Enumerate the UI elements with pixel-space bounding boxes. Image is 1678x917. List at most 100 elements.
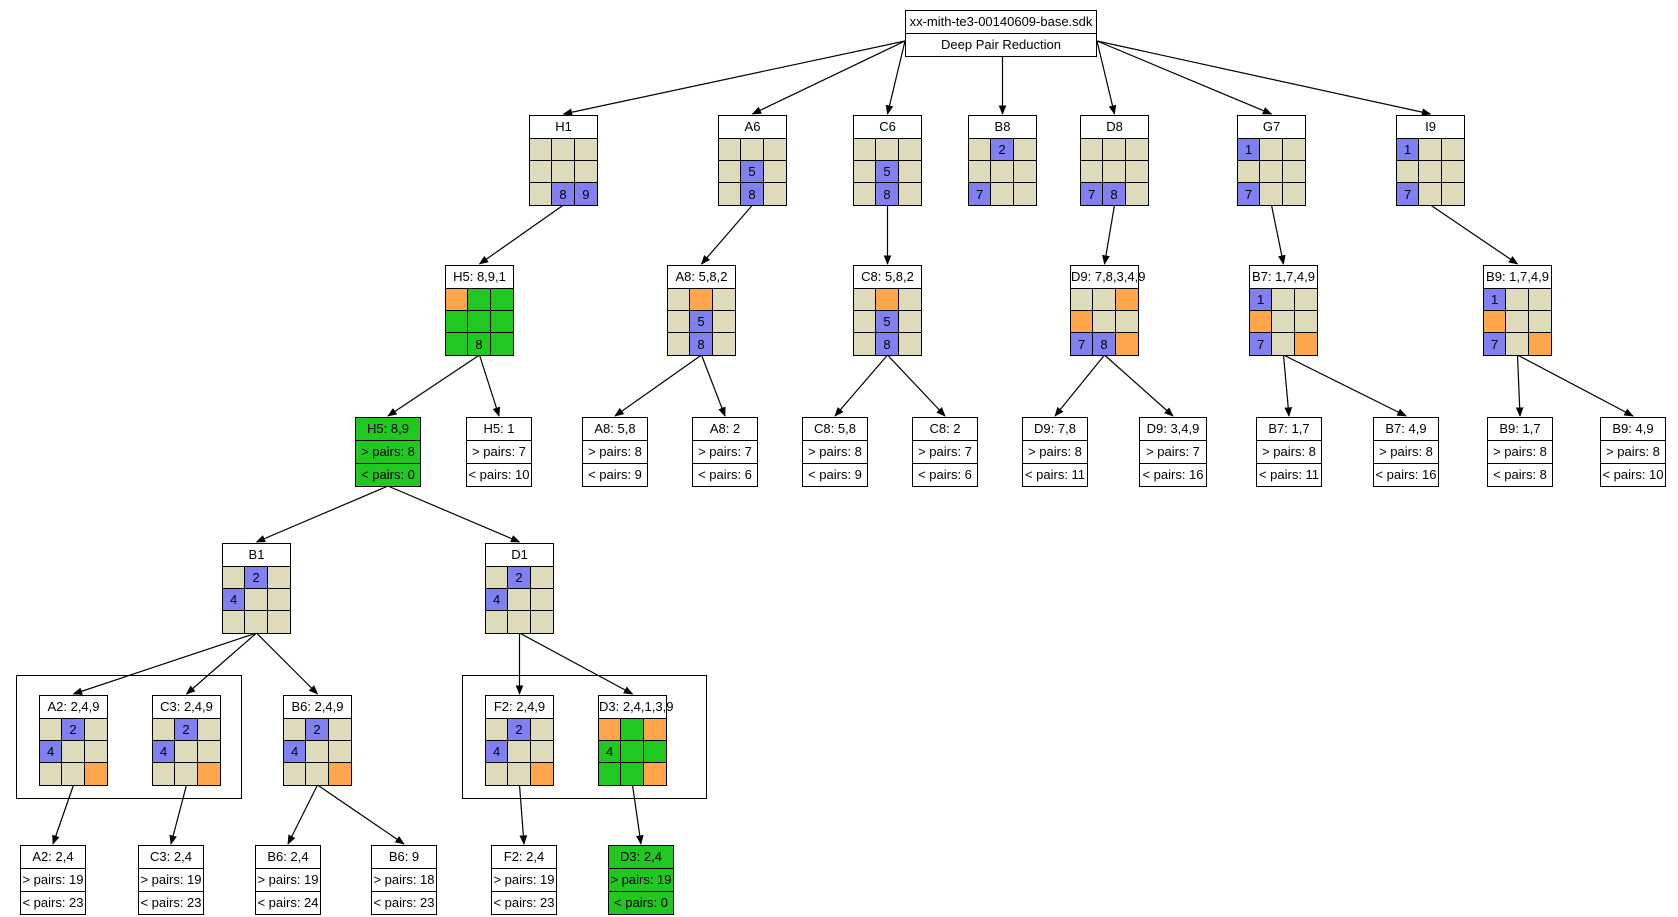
board-cell: 7 xyxy=(1250,333,1273,355)
board-cell xyxy=(668,333,691,355)
edge-a6-to-a8 xyxy=(700,204,753,265)
edge-b1-to-a2 xyxy=(72,632,257,695)
board-cell xyxy=(854,289,877,311)
result-more-pairs: > pairs: 8 xyxy=(583,441,647,464)
board-cell xyxy=(245,589,268,611)
board-cell xyxy=(1506,333,1529,355)
board-cell xyxy=(1419,161,1442,183)
board-cell: 7 xyxy=(1071,333,1094,355)
result-node-b6a: B6: 2,4> pairs: 19< pairs: 24 xyxy=(255,845,321,915)
board-cell xyxy=(1103,161,1126,183)
board-title: C3: 2,4,9 xyxy=(153,696,220,719)
board-cell xyxy=(854,333,877,355)
board-grid: 4 xyxy=(599,719,666,785)
board-cell: 1 xyxy=(1250,289,1273,311)
board-cell xyxy=(552,161,575,183)
board-cell: 2 xyxy=(991,139,1014,161)
result-node-b7a: B7: 1,7> pairs: 8< pairs: 11 xyxy=(1256,417,1322,487)
result-title: C8: 2 xyxy=(913,418,977,441)
result-more-pairs: > pairs: 8 xyxy=(1488,441,1552,464)
board-cell xyxy=(719,139,742,161)
board-grid: 8 xyxy=(446,289,513,355)
board-cell xyxy=(1282,183,1305,205)
result-more-pairs: > pairs: 7 xyxy=(1140,441,1206,464)
edge-b6-to-b6b xyxy=(317,784,405,845)
board-cell xyxy=(1528,311,1551,333)
board-cell xyxy=(898,311,921,333)
result-less-pairs: < pairs: 0 xyxy=(361,467,415,482)
result-node-c8b: C8: 2> pairs: 7< pairs: 6 xyxy=(912,417,978,487)
edge-h5a-to-b1 xyxy=(255,485,389,543)
board-cell: 7 xyxy=(1238,183,1261,205)
result-more-pairs: > pairs: 8 xyxy=(1023,441,1087,464)
result-less-pairs: < pairs: 10 xyxy=(1602,467,1664,482)
result-title: H5: 1 xyxy=(467,418,531,441)
edge-d3-to-d3r xyxy=(631,784,644,845)
board-cell xyxy=(1260,139,1283,161)
board-title: B6: 2,4,9 xyxy=(284,696,351,719)
board-cell xyxy=(690,289,713,311)
edge-b1-to-c3 xyxy=(185,632,257,695)
board-cell xyxy=(530,139,553,161)
board-cell xyxy=(84,763,107,785)
board-cell xyxy=(1125,183,1148,205)
board-cell: 8 xyxy=(552,183,575,205)
board-cell xyxy=(84,719,107,741)
result-more-pairs: > pairs: 7 xyxy=(693,441,757,464)
board-cell xyxy=(508,611,531,633)
board-cell: 1 xyxy=(1484,289,1507,311)
board-cell xyxy=(223,567,246,589)
edge-root-to-c6 xyxy=(885,40,906,115)
board-cell: 2 xyxy=(175,719,198,741)
board-cell xyxy=(969,161,992,183)
edge-c8-to-c8a xyxy=(834,354,888,417)
board-cell xyxy=(1125,139,1148,161)
board-cell xyxy=(574,139,597,161)
board-cell xyxy=(84,741,107,763)
result-title: A8: 2 xyxy=(693,418,757,441)
board-cell xyxy=(530,763,553,785)
board-cell xyxy=(328,741,351,763)
board-cell xyxy=(763,161,786,183)
result-title: H5: 8,9 xyxy=(356,418,420,441)
edge-d9-to-d9b xyxy=(1104,354,1174,417)
result-node-b9a: B9: 1,7> pairs: 8< pairs: 8 xyxy=(1487,417,1553,487)
board-cell xyxy=(267,611,290,633)
board-cell xyxy=(1081,161,1104,183)
board-cell: 1 xyxy=(1238,139,1261,161)
board-cell xyxy=(643,763,666,785)
board-cell: 8 xyxy=(690,333,713,355)
board-cell xyxy=(621,763,644,785)
edge-root-to-h1 xyxy=(562,40,906,116)
board-cell xyxy=(1272,289,1295,311)
board-title: D1 xyxy=(486,544,553,567)
result-more-pairs: > pairs: 18 xyxy=(372,869,436,892)
board-cell xyxy=(712,311,735,333)
result-node-d9a: D9: 7,8> pairs: 8< pairs: 11 xyxy=(1022,417,1088,487)
board-cell: 8 xyxy=(741,183,764,205)
board-cell: 8 xyxy=(876,183,899,205)
result-more-pairs: > pairs: 8 xyxy=(356,441,420,464)
board-cell: 4 xyxy=(153,741,176,763)
result-more-pairs: > pairs: 8 xyxy=(1374,441,1438,464)
board-cell xyxy=(1071,289,1094,311)
board-cell xyxy=(1506,289,1529,311)
result-title: B7: 4,9 xyxy=(1374,418,1438,441)
board-cell xyxy=(898,139,921,161)
board-cell xyxy=(468,311,491,333)
board-title: I9 xyxy=(1397,116,1464,139)
board-cell xyxy=(284,719,307,741)
board-cell xyxy=(153,763,176,785)
board-cell xyxy=(530,719,553,741)
result-less-pairs: < pairs: 16 xyxy=(1142,467,1204,482)
board-cell xyxy=(1013,161,1036,183)
result-node-b9b: B9: 4,9> pairs: 8< pairs: 10 xyxy=(1600,417,1666,487)
board-cell xyxy=(1528,289,1551,311)
board-cell xyxy=(40,719,63,741)
result-less-pairs: < pairs: 6 xyxy=(918,467,972,482)
